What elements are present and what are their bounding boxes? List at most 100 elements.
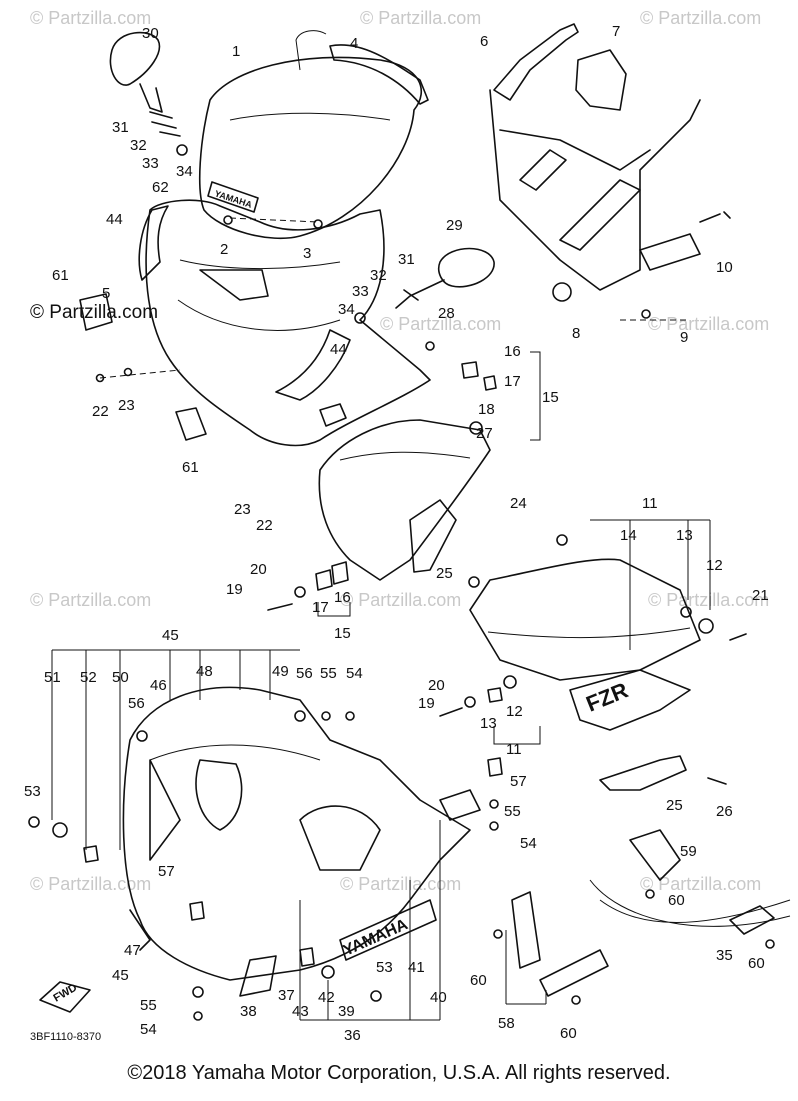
washer-20b — [464, 696, 476, 708]
bolt-56a — [136, 730, 148, 742]
callout-label: 4 — [350, 35, 358, 52]
callout-label: 32 — [370, 267, 387, 284]
watermark: © Partzilla.com — [360, 8, 481, 28]
bracket-45 — [51, 649, 300, 850]
callout-label: 13 — [480, 715, 497, 732]
stay-lower-bar — [559, 179, 641, 251]
pad-lower — [175, 407, 207, 441]
callout-label: 12 — [706, 557, 723, 574]
washer-55b — [489, 799, 499, 809]
inner-panel-right — [275, 329, 351, 401]
fzr-decal: FZR — [583, 677, 632, 716]
bracket-58 — [505, 930, 547, 1005]
callout-label: 50 — [112, 669, 129, 686]
callout-label: 62 — [152, 179, 169, 196]
bracket-58a — [511, 891, 541, 969]
mirror-left-stem — [139, 83, 163, 113]
callout-label: 29 — [446, 217, 463, 234]
callout-label: 10 — [716, 259, 733, 276]
screw-54a — [345, 711, 355, 721]
damper-12 — [698, 618, 714, 634]
callout-label: 48 — [196, 663, 213, 680]
callout-label: 60 — [668, 892, 685, 909]
collar-9 — [641, 309, 651, 319]
callout-label: 58 — [498, 1015, 515, 1032]
callout-label: 11 — [642, 495, 658, 512]
trim-38 — [239, 955, 277, 997]
callout-label: 61 — [182, 459, 199, 476]
stay-slot — [519, 149, 567, 191]
screw-28 — [425, 341, 435, 351]
callout-label: 20 — [250, 561, 267, 578]
callout-label: 2 — [220, 241, 228, 258]
bolt-24b — [468, 576, 480, 588]
callout-label: 15 — [334, 625, 351, 642]
windscreen-line — [229, 112, 391, 121]
washer-55a — [321, 711, 331, 721]
callout-label: 3 — [303, 245, 311, 262]
guide-line — [99, 369, 181, 379]
watermark: © Partzilla.com — [30, 8, 151, 28]
bracket-25a — [409, 499, 457, 573]
callout-label: 35 — [716, 947, 733, 964]
washer-23 — [123, 367, 133, 377]
callout-label: 26 — [716, 803, 733, 820]
collar-52 — [83, 845, 99, 863]
callout-label: 9 — [680, 329, 688, 346]
callout-label: 34 — [338, 301, 355, 318]
callout-label: 56 — [128, 695, 145, 712]
callout-label: 59 — [680, 843, 697, 860]
callout-label: 51 — [44, 669, 61, 686]
bolt-24a — [556, 534, 568, 546]
callout-label: 56 — [296, 665, 313, 682]
callout-label: 19 — [226, 581, 243, 598]
callout-label: 22 — [92, 403, 109, 420]
callout-label: 53 — [376, 959, 393, 976]
bracket-36 — [299, 820, 441, 1021]
damper-16b — [331, 561, 349, 585]
callout-label: 45 — [162, 627, 179, 644]
callout-label: 23 — [234, 501, 251, 518]
screw-19a — [267, 603, 293, 611]
callout-label: 42 — [318, 989, 335, 1006]
watermark: © Partzilla.com — [380, 314, 501, 334]
screw-54c — [193, 1011, 203, 1021]
upper-cowling-group: YAMAHA — [79, 30, 495, 447]
copyright-notice: ©2018 Yamaha Motor Corporation, U.S.A. A… — [127, 1062, 671, 1084]
callout-label: 12 — [506, 703, 523, 720]
bolt-60d — [765, 939, 775, 949]
nut-34 — [354, 312, 366, 324]
yamaha-decal-panel — [339, 899, 437, 961]
damper-16 — [461, 361, 479, 379]
bolt-53a — [28, 816, 40, 828]
upper-cowl — [145, 199, 431, 447]
nut-42 — [321, 965, 335, 979]
watermark: © Partzilla.com — [340, 590, 461, 610]
windscreen-trim — [329, 44, 429, 105]
watermark: © Partzilla.com — [340, 874, 461, 894]
callout-label: 34 — [176, 163, 193, 180]
collar-13 — [680, 606, 692, 618]
bolt-60c — [645, 889, 655, 899]
under-cowl-line — [149, 744, 321, 761]
bolt-10 — [699, 211, 731, 223]
callout-label: 27 — [476, 425, 493, 442]
meter-bracket — [575, 49, 627, 111]
bracket-35 — [729, 905, 775, 935]
watermark: © Partzilla.com — [648, 590, 769, 610]
collar-13b — [487, 687, 503, 703]
mirror-right-stem — [395, 279, 445, 309]
bracket-58b — [539, 949, 609, 997]
stay-frame — [489, 89, 701, 291]
upper-cowl-vent — [319, 403, 347, 427]
inner-cowl — [318, 419, 491, 581]
under-cowl-window — [299, 805, 381, 871]
callout-label: 6 — [480, 33, 488, 50]
bolt-60a — [493, 929, 503, 939]
collar-17b — [315, 569, 333, 591]
under-cowl-left — [149, 759, 181, 861]
callout-label: 28 — [438, 305, 455, 322]
pad-upper — [79, 293, 113, 331]
callout-label: 33 — [352, 283, 369, 300]
